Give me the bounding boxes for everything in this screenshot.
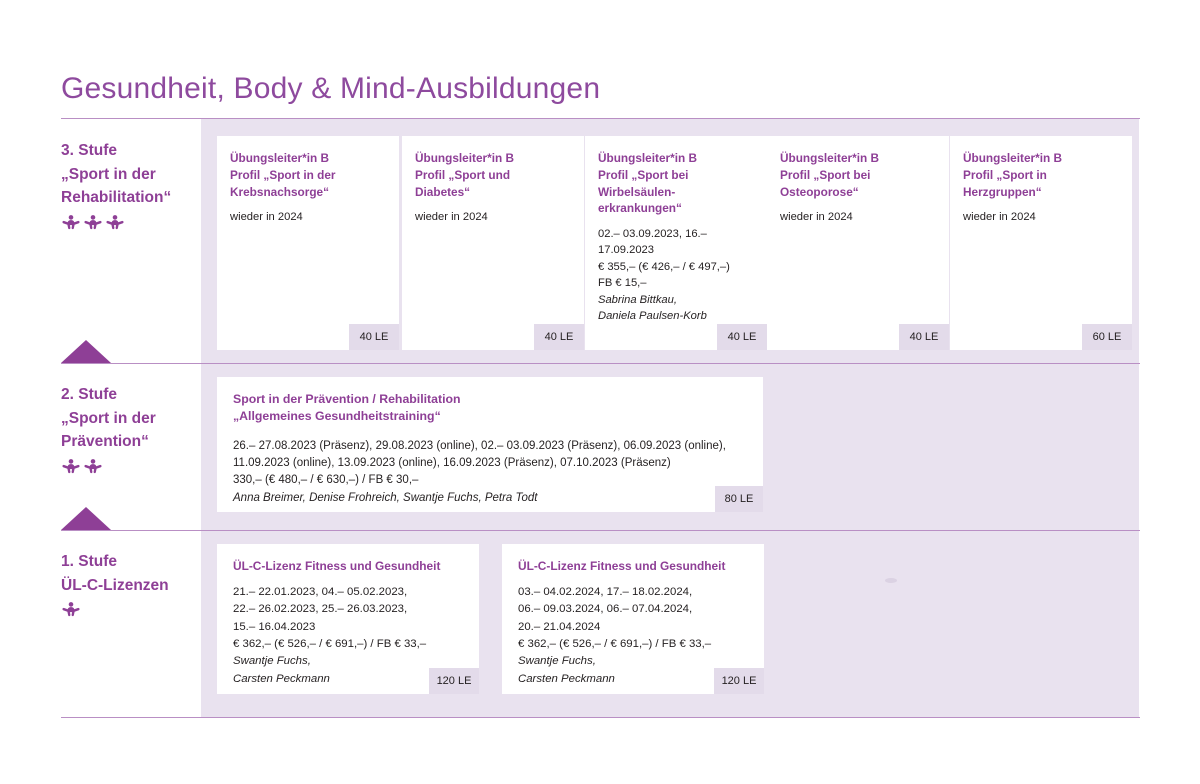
course-le-badge: 40 LE — [899, 324, 949, 350]
divider-bottom — [61, 717, 1140, 718]
course-title: Übungsleiter*in B Profil „Sport und Diab… — [415, 151, 514, 199]
course-instructors: Swantje Fuchs, Carsten Peckmann — [518, 655, 615, 685]
divider-stufe2-stufe1 — [61, 530, 1140, 531]
course-le-badge: 80 LE — [715, 486, 763, 512]
progress-arrow-stufe2-icon — [61, 507, 111, 530]
person-jumping-icon — [61, 601, 81, 618]
course-title: ÜL-C-Lizenz Fitness und Gesundheit — [518, 559, 726, 573]
course-instructors: Sabrina Bittkau, Daniela Paulsen-Korb — [598, 293, 707, 323]
stage-icons-stufe-2 — [61, 458, 196, 475]
progress-arrow-stufe3-icon — [61, 340, 111, 363]
divider-stufe3-stufe2 — [61, 363, 1140, 364]
stage-number: 2. Stufe — [61, 386, 117, 403]
course-details: 03.– 04.02.2024, 17.– 18.02.2024, 06.– 0… — [518, 585, 712, 650]
course-instructors: Swantje Fuchs, Carsten Peckmann — [233, 655, 330, 685]
course-card[interactable]: Übungsleiter*in B Profil „Sport bei Oste… — [767, 136, 949, 350]
course-details: wieder in 2024 — [780, 211, 853, 224]
course-details: wieder in 2024 — [415, 211, 488, 224]
course-details: 26.– 27.08.2023 (Präsenz), 29.08.2023 (o… — [233, 439, 726, 487]
stage-name: ÜL-C-Lizenzen — [61, 576, 169, 594]
course-le-badge: 40 LE — [717, 324, 767, 350]
course-card[interactable]: Übungsleiter*in B Profil „Sport in der K… — [217, 136, 399, 350]
person-jumping-icon — [83, 214, 103, 231]
course-card[interactable]: Übungsleiter*in B Profil „Sport bei Wirb… — [585, 136, 767, 350]
course-title: ÜL-C-Lizenz Fitness und Gesundheit — [233, 559, 441, 573]
course-title: Sport in der Prävention / Rehabilitation… — [233, 392, 461, 424]
course-card[interactable]: Übungsleiter*in B Profil „Sport in Herzg… — [950, 136, 1132, 350]
stage-label-stufe-2: 2. Stufe „Sport in der Prävention“ — [61, 383, 196, 475]
course-le-badge: 60 LE — [1082, 324, 1132, 350]
course-card[interactable]: ÜL-C-Lizenz Fitness und Gesundheit 21.– … — [217, 544, 479, 694]
course-title: Übungsleiter*in B Profil „Sport bei Wirb… — [598, 151, 697, 216]
course-title: Übungsleiter*in B Profil „Sport in der K… — [230, 151, 336, 199]
stage-label-stufe-3: 3. Stufe „Sport in der Rehabilitation“ — [61, 139, 196, 231]
course-instructors: Anna Breimer, Denise Frohreich, Swantje … — [233, 491, 538, 504]
course-details: 21.– 22.01.2023, 04.– 05.02.2023, 22.– 2… — [233, 585, 427, 650]
stage-number: 1. Stufe — [61, 553, 117, 570]
stage-icons-stufe-1 — [61, 601, 196, 618]
course-title: Übungsleiter*in B Profil „Sport bei Oste… — [780, 151, 879, 199]
course-details: 02.– 03.09.2023, 16.– 17.09.2023 € 355,–… — [598, 228, 730, 290]
page-artifact-mark — [885, 578, 897, 583]
person-jumping-icon — [61, 214, 81, 231]
course-details: wieder in 2024 — [963, 211, 1036, 224]
person-jumping-icon — [105, 214, 125, 231]
course-title: Übungsleiter*in B Profil „Sport in Herzg… — [963, 151, 1062, 199]
course-card[interactable]: ÜL-C-Lizenz Fitness und Gesundheit 03.– … — [502, 544, 764, 694]
stage-icons-stufe-3 — [61, 214, 196, 231]
course-details: wieder in 2024 — [230, 211, 303, 224]
stage-name: „Sport in der Rehabilitation“ — [61, 165, 172, 207]
divider-top — [61, 118, 1140, 119]
stage-label-stufe-1: 1. Stufe ÜL-C-Lizenzen — [61, 550, 196, 618]
course-le-badge: 120 LE — [714, 668, 764, 694]
course-le-badge: 40 LE — [534, 324, 584, 350]
page-title: Gesundheit, Body & Mind-Ausbildungen — [61, 72, 601, 106]
course-le-badge: 40 LE — [349, 324, 399, 350]
stage-number: 3. Stufe — [61, 142, 117, 159]
course-le-badge: 120 LE — [429, 668, 479, 694]
course-card[interactable]: Sport in der Prävention / Rehabilitation… — [217, 377, 763, 512]
person-jumping-icon — [83, 458, 103, 475]
stage-name: „Sport in der Prävention“ — [61, 409, 156, 451]
course-card[interactable]: Übungsleiter*in B Profil „Sport und Diab… — [402, 136, 584, 350]
person-jumping-icon — [61, 458, 81, 475]
